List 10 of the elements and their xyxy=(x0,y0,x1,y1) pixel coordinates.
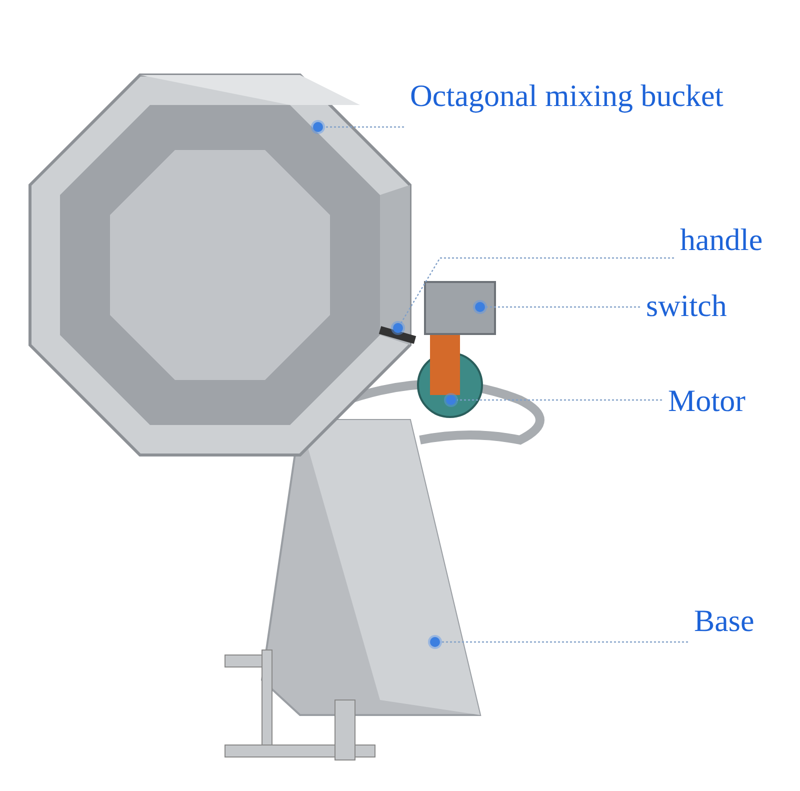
callout-label: Octagonal mixing bucket xyxy=(410,78,724,114)
callout-label: Motor xyxy=(668,383,746,419)
leader-line xyxy=(486,306,640,308)
callout-label: switch xyxy=(646,288,727,324)
leader-line xyxy=(441,641,688,643)
callout-label: handle xyxy=(680,222,763,258)
callout-label: Base xyxy=(694,603,754,639)
leader-line xyxy=(457,399,662,401)
leader-line xyxy=(324,126,404,128)
leader-line xyxy=(400,257,674,324)
